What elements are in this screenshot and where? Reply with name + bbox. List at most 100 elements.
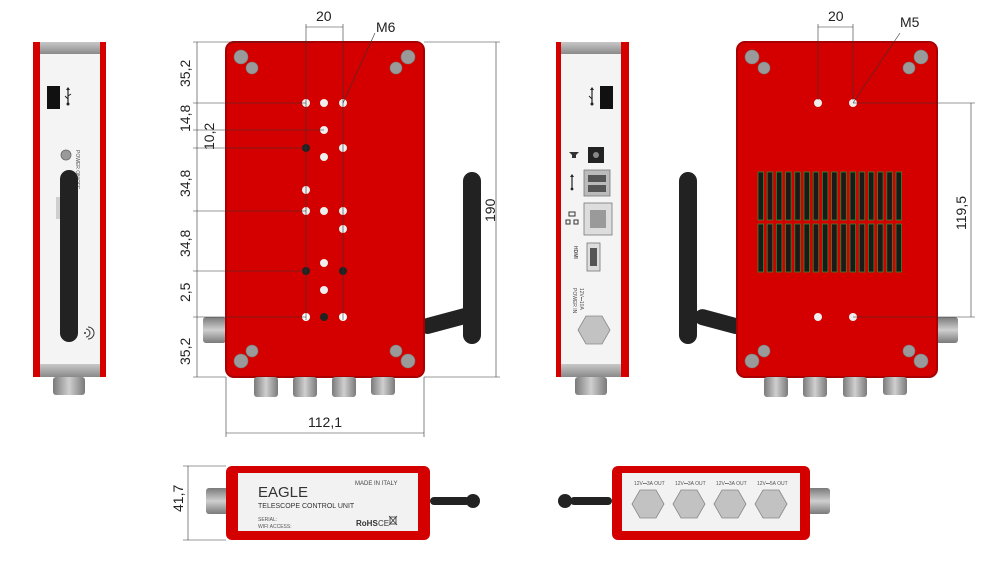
- vent-slot: [757, 171, 764, 221]
- vent-slot: [886, 171, 893, 221]
- front-view-label: EAGLE TELESCOPE CONTROL UNIT MADE IN ITA…: [170, 465, 480, 541]
- vent-slot: [766, 223, 774, 273]
- out1-label: 12V⎓3A OUT: [634, 481, 665, 487]
- side-connector: [936, 317, 958, 343]
- corner-screws: [744, 49, 929, 369]
- dim-v3: 10,2: [201, 123, 217, 150]
- antenna-vertical: [679, 172, 697, 344]
- dim-top-spacing-right: 20: [828, 8, 844, 24]
- side-cap-top: [40, 42, 100, 54]
- dimension-lines: [817, 24, 975, 318]
- rohs-mark: RoHS: [356, 519, 378, 528]
- vent-slot: [868, 223, 875, 273]
- out3-label: 12V⎓3A OUT: [716, 481, 747, 487]
- side-cap-bottom: [40, 364, 100, 377]
- side-view-left: POWER ON/OFF: [33, 42, 106, 395]
- ce-mark: CE: [378, 519, 389, 528]
- vent-grille: [757, 171, 902, 273]
- dim-v4: 34,8: [177, 170, 193, 197]
- vent-slot: [877, 171, 884, 221]
- vent-slot: [812, 171, 820, 221]
- vent-slot: [895, 223, 902, 273]
- side-cap-top: [561, 42, 621, 54]
- vent-slot: [849, 171, 856, 221]
- vent-slot: [803, 171, 810, 221]
- top-view-m6: 20 M6 35,2 14,8 10,2 34,8 34,8 2,5 35,2 …: [177, 8, 500, 437]
- vent-slot: [895, 171, 902, 221]
- output-port-4: [754, 489, 788, 519]
- usb-double-port: [583, 169, 611, 197]
- antenna: [60, 170, 78, 342]
- product-name: EAGLE: [258, 484, 308, 501]
- dim-v2: 14,8: [177, 105, 193, 132]
- vent-slot: [831, 223, 838, 273]
- wifi-icon: [84, 326, 95, 340]
- side-connector: [808, 488, 830, 514]
- vent-slot: [776, 171, 783, 221]
- power-in-connector: [577, 315, 611, 345]
- bottom-connectors: [764, 377, 907, 397]
- hdmi-label: HDMI: [572, 246, 578, 259]
- bottom-connectors: [254, 377, 395, 397]
- vent-slot: [794, 223, 801, 273]
- vent-slot: [794, 171, 801, 221]
- vent-slot: [886, 223, 893, 273]
- out2-label: 12V⎓3A OUT: [675, 481, 706, 487]
- usb-icon: [64, 87, 72, 106]
- power-in-label: POWER IN: [571, 288, 577, 314]
- ethernet-icon: [565, 211, 579, 225]
- label-plate: [238, 473, 418, 531]
- power-on-off-label: POWER ON/OFF: [74, 150, 80, 189]
- antenna-knob: [558, 494, 572, 508]
- usb-icon: [570, 174, 574, 191]
- side-view-right: HDMI POWER IN 12V⎓10A: [556, 42, 629, 395]
- side-connector: [206, 488, 228, 514]
- rear-view-outputs: 12V⎓3A OUT 12V⎓3A OUT 12V⎓3A OUT 12V⎓5A …: [558, 466, 830, 540]
- dim-v1: 35,2: [177, 60, 193, 87]
- vent-slot: [822, 223, 829, 273]
- power-button: [60, 149, 72, 161]
- vent-slot: [858, 223, 866, 273]
- antenna-vertical: [463, 172, 481, 344]
- serial-label: SERIAL:: [258, 517, 277, 523]
- dim-thread-m6: M6: [376, 19, 396, 35]
- usb-port: [47, 86, 60, 109]
- vent-slot: [877, 223, 884, 273]
- output-port-3: [713, 489, 747, 519]
- output-port-1: [631, 489, 665, 519]
- product-subtitle: TELESCOPE CONTROL UNIT: [258, 503, 355, 510]
- vent-slot: [785, 171, 792, 221]
- dim-height: 190: [482, 198, 498, 222]
- dim-v6: 2,5: [177, 282, 193, 302]
- made-in-label: MADE IN ITALY: [355, 481, 397, 487]
- vent-slot: [766, 171, 774, 221]
- vent-slot: [849, 223, 856, 273]
- vent-slot: [831, 171, 838, 221]
- dim-thread-m5: M5: [900, 14, 920, 30]
- vent-slot: [868, 171, 875, 221]
- side-foot-connector: [575, 377, 607, 395]
- antenna-stub: [570, 497, 612, 505]
- output-port-2: [672, 489, 706, 519]
- usb-icon: [588, 87, 594, 106]
- vent-slot: [840, 223, 847, 273]
- vent-slot: [822, 171, 829, 221]
- vent-slot: [776, 223, 783, 273]
- power-rating-label: 12V⎓10A: [578, 288, 584, 310]
- wifi-access-label: WIFI ACCESS:: [258, 524, 292, 530]
- dim-depth: 41,7: [170, 485, 186, 512]
- dimension-lines: [183, 465, 226, 541]
- side-foot-connector: [53, 377, 85, 395]
- vent-slot: [785, 223, 792, 273]
- weee-icon: [388, 515, 398, 526]
- vent-slot: [812, 223, 820, 273]
- dim-width: 112,1: [308, 414, 342, 430]
- out4-label: 12V⎓5A OUT: [757, 481, 788, 487]
- dim-v7: 35,2: [177, 338, 193, 365]
- vent-slot: [858, 171, 866, 221]
- antenna-stub: [430, 497, 470, 505]
- antenna-horizontal: [694, 309, 744, 334]
- dim-vent-height: 119,5: [953, 196, 969, 230]
- audio-icon: [569, 152, 579, 158]
- vent-slot: [840, 171, 847, 221]
